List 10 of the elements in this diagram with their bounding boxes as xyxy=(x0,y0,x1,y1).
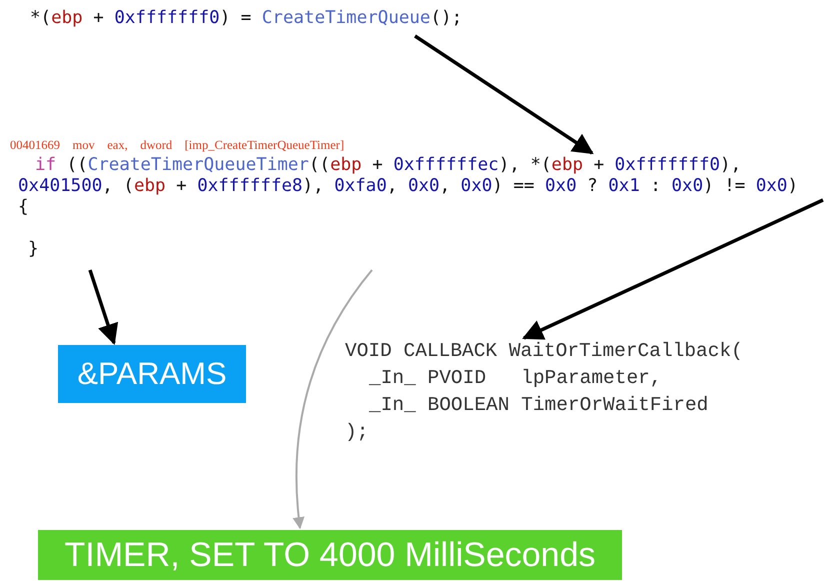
arrow xyxy=(522,198,824,340)
highlight-label: &PARAMS xyxy=(58,345,246,403)
function-signature: VOID CALLBACK WaitOrTimerCallback( _In_ PVOID lpParameter, _In_ BOOLEAN TimerOrWaitFired ); xyxy=(345,338,815,448)
arrow xyxy=(88,269,118,345)
highlight-label: TIMER, SET TO 4000 MilliSeconds xyxy=(38,530,622,580)
assembly-line: 00401669 mov eax, dword [imp_CreateTimerQueueTimer] xyxy=(10,138,344,153)
arrow xyxy=(414,34,594,154)
code-line: *(ebp + 0xfffffff0) = CreateTimerQueue(); xyxy=(30,8,500,34)
arrow xyxy=(292,269,373,530)
code-snippet: if ((CreateTimerQueueTimer((ebp + 0xffffffec), *(ebp + 0xfffffff0), 0x401500, (ebp + 0xffffffe8), 0xfa0, 0x0, 0x0) == 0x0 ? 0x1 : 0x0) != 0x0) { } xyxy=(18,155,823,270)
